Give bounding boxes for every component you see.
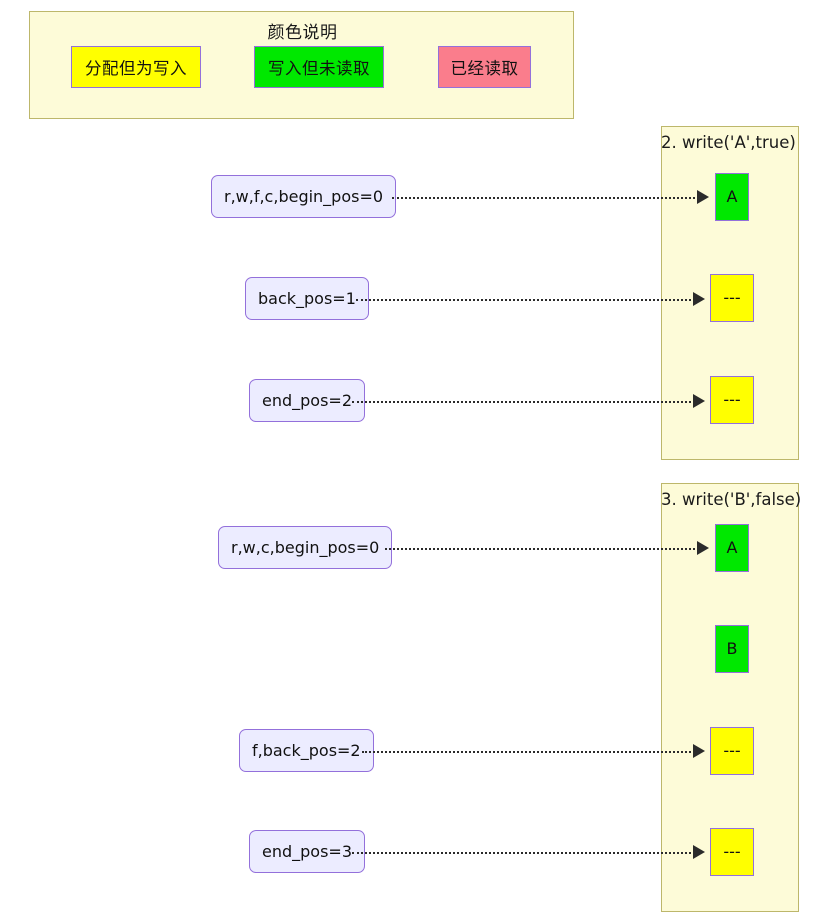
legend-swatch-written-not-read: 写入但未读取: [254, 46, 384, 88]
connector-line: [352, 852, 691, 854]
pointer-label-text: r,w,f,c,begin_pos=0: [224, 187, 384, 206]
connector-line: [362, 751, 691, 753]
legend-swatch-label: 分配但为写入: [85, 59, 187, 78]
arrow-head-icon: [693, 394, 705, 408]
arrow-head-icon: [697, 190, 709, 204]
memory-cell: ---: [710, 828, 754, 876]
pointer-label-begin-pos[interactable]: r,w,f,c,begin_pos=0: [211, 175, 397, 218]
legend-swatch-already-read: 已经读取: [438, 46, 531, 88]
memory-cell-value: A: [726, 187, 738, 206]
legend-swatch-label: 已经读取: [450, 59, 519, 78]
legend-swatch-label: 写入但未读取: [268, 59, 370, 78]
memory-cell-value: B: [726, 639, 738, 658]
memory-cell-value: ---: [723, 741, 741, 760]
pointer-label-begin-pos[interactable]: r,w,c,begin_pos=0: [218, 526, 393, 569]
buffer-cluster-title: 2. write('A',true): [661, 133, 796, 152]
legend-swatch-allocated-not-written: 分配但为写入: [71, 46, 201, 88]
pointer-label-back-pos[interactable]: back_pos=1: [245, 277, 369, 320]
memory-cell-value: ---: [723, 390, 741, 409]
arrow-head-icon: [697, 541, 709, 555]
memory-cell: A: [715, 173, 749, 221]
pointer-label-text: end_pos=3: [262, 842, 353, 861]
memory-cell: B: [715, 625, 749, 673]
memory-cell: ---: [710, 727, 754, 775]
connector-line: [356, 299, 691, 301]
legend-panel: 颜色说明 分配但为写入 写入但未读取 已经读取: [29, 11, 574, 119]
pointer-label-text: back_pos=1: [258, 289, 356, 308]
memory-cell: ---: [710, 274, 754, 322]
pointer-label-text: end_pos=2: [262, 391, 353, 410]
connector-line: [352, 401, 691, 403]
pointer-label-text: r,w,c,begin_pos=0: [231, 538, 380, 557]
pointer-label-end-pos[interactable]: end_pos=2: [249, 379, 366, 422]
arrow-head-icon: [693, 845, 705, 859]
connector-line: [385, 548, 695, 550]
memory-cell: A: [715, 524, 749, 572]
arrow-head-icon: [693, 292, 705, 306]
pointer-label-back-pos[interactable]: f,back_pos=2: [239, 729, 374, 772]
memory-cell-value: ---: [723, 842, 741, 861]
pointer-label-text: f,back_pos=2: [252, 741, 361, 760]
arrow-head-icon: [693, 744, 705, 758]
buffer-cluster-title: 3. write('B',false): [661, 490, 802, 509]
memory-cell-value: ---: [723, 288, 741, 307]
memory-cell: ---: [710, 376, 754, 424]
memory-cell-value: A: [726, 538, 738, 557]
connector-line: [392, 197, 695, 199]
pointer-label-end-pos[interactable]: end_pos=3: [249, 830, 366, 873]
legend-title: 颜色说明: [267, 23, 338, 43]
